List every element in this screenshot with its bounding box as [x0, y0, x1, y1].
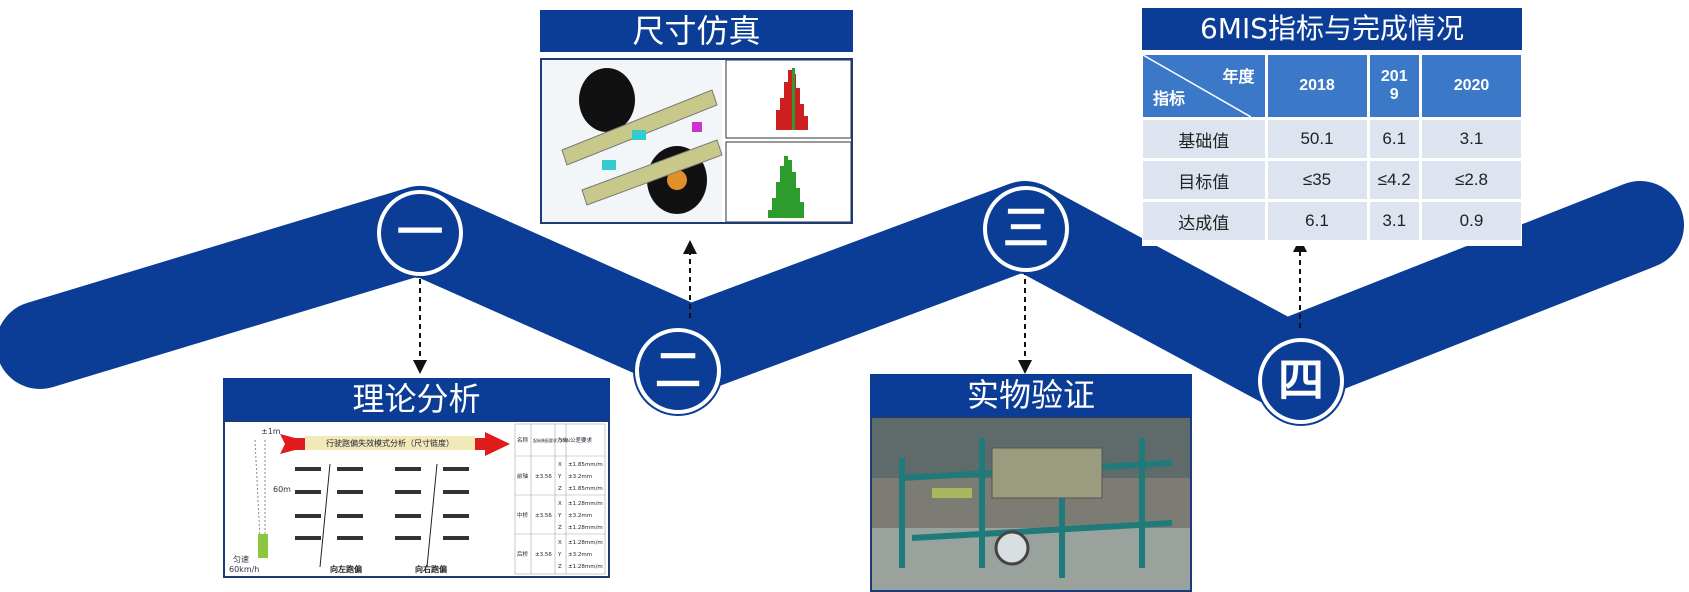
row-label-target: 目标值 — [1143, 161, 1265, 199]
row-dir: Z — [558, 525, 562, 531]
table-header-tol: 公差要求 — [570, 436, 593, 444]
row-tol: ±3.2mm — [568, 513, 592, 519]
dimension-simulation-panel: 尺寸仿真 — [540, 10, 853, 224]
value-cell: 6.1 — [1369, 120, 1419, 158]
table-header-dir: 方向 — [557, 436, 568, 444]
row-dir: Y — [557, 552, 562, 558]
value-cell: ≤35 — [1267, 161, 1367, 199]
label-uniform: 匀速 — [233, 554, 249, 564]
row-tol: ±3.2mm — [568, 552, 592, 558]
table-header-start: 起始装配要求（mm） — [533, 437, 573, 443]
tolerance-table: 名称 起始装配要求（mm） 方向 公差要求 前轴 ±3.56 X ±1.85mm… — [514, 423, 606, 575]
year-2019: 201 9 — [1369, 55, 1419, 117]
fixture-photo — [872, 418, 1190, 590]
corner-metric: 指标 — [1153, 91, 1186, 108]
histogram-green-bars — [768, 68, 804, 218]
row-tol: ±1.28mm/m — [568, 540, 603, 546]
panel-title: 6MIS指标与完成情况 — [1142, 8, 1522, 50]
value-cell: 3.1 — [1422, 120, 1521, 158]
row-dir: X — [558, 540, 562, 546]
analysis-figure: ±1m 60m 匀速 60km/h 行驶跑偏失效模式分析（尺寸链度） 向左跑偏 … — [223, 420, 610, 578]
arrow-heads — [413, 238, 1307, 374]
group-rear-tol: ±3.56 — [535, 552, 552, 558]
simulation-figure — [540, 58, 853, 224]
group-front: 前轴 — [517, 472, 529, 480]
row-dir: Y — [557, 474, 562, 480]
label-right-deviation: 向右跑偏 — [415, 564, 447, 574]
label-1m: ±1m — [261, 427, 281, 436]
panel-title: 实物验证 — [870, 374, 1192, 416]
connector-arrows — [419, 250, 1301, 362]
label-left-deviation: 向左跑偏 — [330, 564, 362, 574]
corner-year: 年度 — [1222, 69, 1255, 86]
group-front-tol: ±3.56 — [535, 474, 552, 480]
value-cell: 3.1 — [1369, 202, 1419, 240]
table-header-name: 名称 — [517, 436, 529, 444]
theory-analysis-panel: 理论分析 ±1m 60m 匀速 60km/h 行驶跑偏失效模式分析（尺寸链度） — [223, 378, 610, 578]
row-tol: ±1.28mm/m — [568, 564, 603, 570]
analysis-diagram: ±1m 60m 匀速 60km/h 行驶跑偏失效模式分析（尺寸链度） 向左跑偏 … — [229, 423, 606, 575]
corner-cell: 年度 指标 — [1143, 55, 1265, 117]
panel-title: 理论分析 — [223, 378, 610, 420]
row-tol: ±1.85mm/m — [568, 462, 603, 468]
row-tol: ±1.85mm/m — [568, 486, 603, 492]
stage-4-circle: 四 — [1258, 338, 1344, 424]
value-cell: ≤2.8 — [1422, 161, 1521, 199]
zigzag-band — [0, 181, 1684, 409]
row-dir: Y — [557, 513, 562, 519]
row-tol: ±1.28mm/m — [568, 525, 603, 531]
row-tol: ±3.2mm — [568, 474, 592, 480]
group-middle: 中桥 — [517, 511, 529, 519]
simulation-graphics — [542, 60, 851, 222]
stage-1-circle: 一 — [377, 190, 463, 276]
row-dir: Z — [558, 564, 562, 570]
validation-photo — [870, 416, 1192, 592]
value-cell: 0.9 — [1422, 202, 1521, 240]
row-dir: X — [558, 462, 562, 468]
row-label-base: 基础值 — [1143, 120, 1265, 158]
kpi-panel: 6MIS指标与完成情况 年度 指标 2018 201 9 2020 基础值 50… — [1142, 8, 1522, 246]
group-rear: 后桥 — [517, 550, 529, 558]
value-cell: ≤4.2 — [1369, 161, 1419, 199]
value-cell: 50.1 — [1267, 120, 1367, 158]
panel-title: 尺寸仿真 — [540, 10, 853, 52]
stage-3-circle: 三 — [983, 186, 1069, 272]
year-2018: 2018 — [1267, 55, 1367, 117]
label-speed: 60km/h — [229, 565, 259, 574]
label-60m: 60m — [273, 485, 291, 494]
stage-2-circle: 二 — [635, 328, 721, 414]
diagonal-line — [1143, 55, 1251, 117]
value-cell: 6.1 — [1267, 202, 1367, 240]
analysis-banner: 行驶跑偏失效模式分析（尺寸链度） — [326, 438, 454, 448]
row-tol: ±1.28mm/m — [568, 501, 603, 507]
year-2020: 2020 — [1422, 55, 1521, 117]
row-dir: X — [558, 501, 562, 507]
kpi-table: 年度 指标 2018 201 9 2020 基础值 50.1 6.1 3.1 目… — [1140, 52, 1524, 243]
axle-icons — [295, 467, 469, 540]
row-label-achieved: 达成值 — [1143, 202, 1265, 240]
physical-validation-panel: 实物验证 — [870, 374, 1192, 592]
row-dir: Z — [558, 486, 562, 492]
group-middle-tol: ±3.56 — [535, 513, 552, 519]
